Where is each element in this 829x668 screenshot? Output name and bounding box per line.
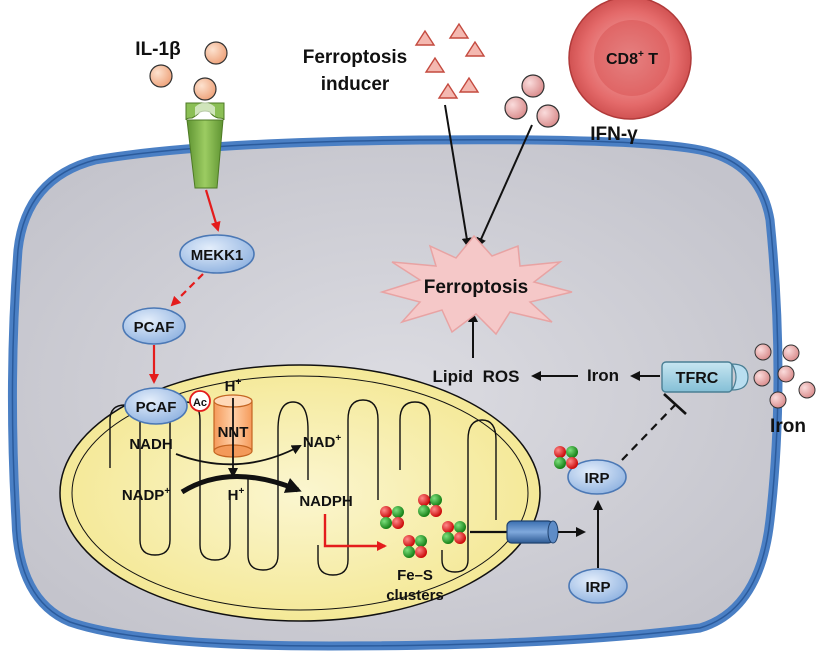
irp-lower-node (568, 568, 628, 604)
ferroptosis-inducer-label: inducer (321, 74, 390, 95)
ifng-to-ferroptosis-arrow (476, 124, 533, 248)
inducer-to-ferroptosis-arrow (444, 104, 472, 248)
nadph-to-fes-arrow (323, 514, 387, 551)
nad-plus-label: NAD (303, 434, 336, 451)
irp-lower-label: IRP (585, 579, 610, 596)
acetyl-label: Ac (193, 397, 207, 409)
nadh-label: NADH (129, 436, 172, 453)
ferroptosis-inducer-label: Ferroptosis (303, 47, 408, 68)
svg-text:H+: H+ (225, 377, 242, 395)
ferroptosis-label: Ferroptosis (424, 277, 529, 298)
pcaf-cytosol-node (122, 307, 186, 345)
h-plus-top-label: H (225, 378, 236, 395)
irp-upper-node (567, 459, 627, 495)
lipid-ros-label: Lipid ROS (433, 367, 520, 386)
nadp-plus-label: NADP (122, 487, 165, 504)
il1b-ligand (204, 41, 228, 65)
tfrc-receptor (661, 361, 749, 393)
svg-text:H+: H+ (228, 486, 245, 504)
il1b-ligand (193, 77, 217, 101)
pcaf-mito-label: PCAF (136, 399, 177, 416)
mekk1-label: MEKK1 (191, 247, 244, 264)
nadh-to-nad-arrow (175, 445, 302, 466)
svg-text:NAD+: NAD+ (303, 433, 342, 451)
extracellular-iron (753, 343, 816, 409)
iron-inner-label: Iron (587, 366, 619, 385)
ifng-molecule (504, 96, 528, 120)
mekk1-node (179, 234, 255, 274)
ferroptosis-burst (379, 234, 573, 336)
ifng-molecule (521, 74, 545, 98)
mekk1-to-pcaf-arrow (170, 273, 204, 307)
il1b-ligand (149, 64, 173, 88)
nadp-to-nadph-arrow (180, 474, 302, 495)
il1b-label: IL-1β (135, 39, 180, 60)
svg-text:NADP+: NADP+ (122, 486, 171, 504)
nadph-label: NADPH (299, 493, 352, 510)
irp-upper-label: IRP (584, 470, 609, 487)
receptor-to-mekk1-arrow (204, 189, 221, 232)
fes-label: Fe–S (397, 567, 433, 584)
svg-text:CD8+ T: CD8+ T (606, 49, 658, 68)
cd8-label: CD8 (606, 51, 638, 68)
iron-outer-label: Iron (770, 416, 806, 437)
mitochondrial-cristae (109, 399, 497, 576)
mito-export-channel (506, 520, 559, 544)
inhibition-bar (663, 393, 687, 415)
ifng-label: IFN-γ (590, 124, 638, 145)
ifng-molecule (536, 104, 560, 128)
h-plus-bottom-label: H (228, 487, 239, 504)
pcaf-cytosol-label: PCAF (134, 319, 175, 336)
inducer-molecules (414, 22, 486, 99)
cd8-t-cell: CD8+ T (568, 0, 692, 120)
tfrc-label: TFRC (676, 370, 719, 387)
acetyl-mark (189, 390, 211, 412)
fes-label: clusters (386, 587, 444, 604)
pcaf-mito-node (124, 387, 188, 425)
